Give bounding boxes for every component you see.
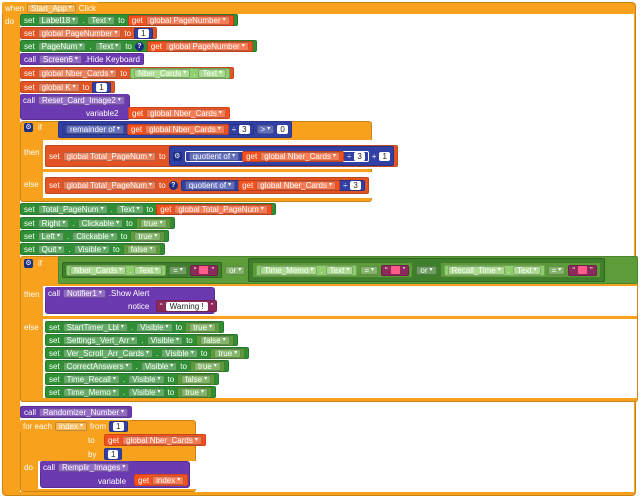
event-header[interactable]: when Start_App Click — [2, 2, 100, 14]
kw-if: if — [38, 259, 42, 268]
kw-do: do — [5, 17, 14, 26]
set-quit-visible[interactable]: set Quit. Visible to false — [20, 243, 165, 255]
help-icon[interactable]: ? — [168, 181, 178, 190]
empty-string[interactable] — [199, 266, 209, 274]
call-randomizer-number[interactable]: call Randomizer_Number — [20, 406, 133, 418]
set-left-clickable[interactable]: set Left. Clickable to true — [20, 230, 170, 242]
property-dropdown[interactable]: Text — [87, 15, 116, 25]
empty-string[interactable] — [577, 266, 587, 274]
gear-icon[interactable]: ⚙ — [24, 259, 33, 268]
component-dropdown[interactable]: Screen6 — [39, 54, 82, 64]
for-each-header: for each index from 1 — [20, 420, 131, 432]
number-by[interactable]: 1 — [104, 448, 123, 460]
call-remplir-header: call Remplir_Images — [40, 461, 133, 473]
kw-to: to — [88, 436, 95, 445]
set-global-total-pagenum-else[interactable]: set global Total_PageNum to ? quotient o… — [45, 177, 369, 194]
kw-then: then — [24, 148, 40, 157]
variable-dropdown[interactable]: global PageNumber — [37, 28, 122, 38]
set-global-nber-cards[interactable]: set global Nber_Cards to Nber_Cards.Text — [20, 67, 235, 79]
component-dropdown[interactable]: Start_App — [27, 3, 76, 13]
method-name: .Hide Keyboard — [84, 54, 140, 64]
kw-set: set — [24, 15, 35, 25]
text-warning[interactable]: “Warning !” — [156, 300, 218, 312]
procedure-dropdown[interactable]: Reset_Card_Image2 — [38, 95, 125, 105]
set-global-k[interactable]: set global K to 1 — [20, 81, 115, 93]
call-notifier-header: call Notifier1 .Show Alert — [45, 287, 153, 299]
kw-do: do — [24, 463, 33, 472]
set-global-total-pagenum-then[interactable]: set global Total_PageNum to ⚙ quotient o… — [45, 145, 398, 167]
get-index[interactable]: get index — [134, 474, 189, 486]
get-global-nber-cards[interactable]: get global Nber_Cards — [104, 434, 206, 446]
compare-nber-cards[interactable]: Nber_Cards.Text = “” — [62, 262, 223, 278]
call-reset-header: call Reset_Card_Image2 — [20, 94, 128, 106]
arg-variable2: variable2 — [86, 109, 119, 118]
arg-notice: notice — [128, 302, 150, 311]
number-block[interactable]: 1 — [134, 27, 153, 39]
kw-else: else — [24, 323, 39, 332]
or-block-outer[interactable]: Nber_Cards.Text = “” or Time_Memo.Text =… — [58, 256, 638, 284]
property-dropdown[interactable]: Text — [94, 41, 123, 51]
arg-variable: variable — [98, 477, 127, 486]
kw-when: when — [5, 3, 25, 13]
loop-variable[interactable]: index — [54, 421, 88, 431]
event-name: Click — [78, 3, 97, 13]
gear-icon[interactable]: ⚙ — [24, 123, 33, 132]
set-right-clickable[interactable]: set Right. Clickable to true — [20, 217, 175, 229]
kw-then: then — [24, 290, 40, 299]
get-nber-cards-text[interactable]: Nber_Cards.Text — [130, 67, 231, 79]
call-screen6-hidekeyboard[interactable]: call Screen6 .Hide Keyboard — [20, 53, 144, 65]
empty-string[interactable] — [390, 266, 400, 274]
kw-to: to — [118, 15, 125, 25]
help-icon[interactable]: ? — [134, 41, 144, 51]
component-dropdown[interactable]: PageNum — [37, 41, 87, 51]
component-dropdown[interactable]: Label18 — [37, 15, 80, 25]
kw-by: by — [88, 450, 97, 459]
get-global-nber-cards[interactable]: get global Nber_Cards — [128, 107, 230, 119]
kw-if: if — [38, 123, 42, 132]
set-global-pagenumber[interactable]: set global PageNumber to 1 — [20, 27, 157, 39]
variable-dropdown[interactable]: global PageNumber — [145, 15, 230, 25]
or-block-inner[interactable]: Time_Memo.Text = “” or Recall_Time.Text … — [248, 258, 605, 282]
gear-icon[interactable]: ⚙ — [172, 151, 182, 161]
kw-else: else — [24, 180, 39, 189]
